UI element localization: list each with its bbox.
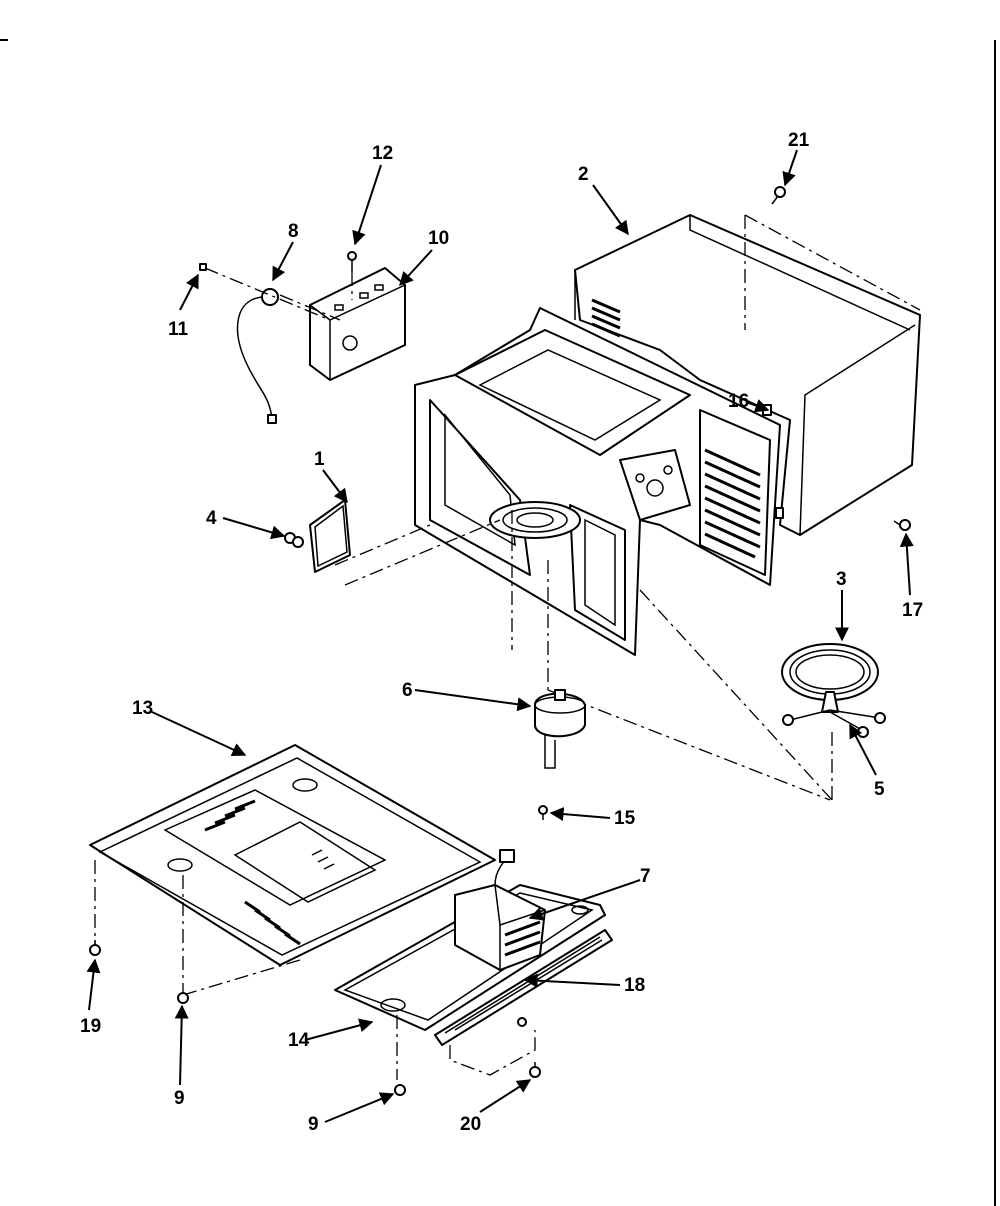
callout-labels: 1 2 3 4 5 6 7 8 9 9 9 10 11 12 13 14 15 … [80, 130, 923, 1135]
callout-1: 1 [314, 449, 325, 470]
callout-2: 2 [578, 164, 589, 185]
callout-9a: 9 [174, 1088, 185, 1109]
turntable-roller [782, 691, 886, 738]
screw-part-17 [893, 519, 911, 531]
callout-9b: 9 [308, 1114, 319, 1135]
screw-part-20 [517, 1017, 541, 1078]
callout-21: 21 [788, 130, 810, 151]
leader-lines [86, 149, 914, 1123]
turntable-tray [781, 643, 879, 701]
screw-part-15 [538, 805, 548, 820]
callout-18: 18 [624, 975, 645, 996]
callout-3: 3 [836, 569, 847, 590]
air-filter [434, 929, 613, 1046]
callout-11: 11 [168, 319, 189, 340]
callout-12: 12 [372, 143, 393, 164]
screw-part-11 [199, 263, 207, 271]
thermal-cutout-part-8 [236, 288, 279, 424]
screw-part-9b [394, 1084, 406, 1096]
base-vent [204, 799, 301, 946]
callout-20: 20 [460, 1114, 481, 1135]
callout-5: 5 [874, 779, 885, 800]
screw-part-4 [284, 532, 304, 548]
turntable-motor [534, 689, 586, 738]
screw-part-19 [89, 940, 101, 956]
callout-16: 16 [728, 391, 749, 412]
callout-17: 17 [902, 600, 923, 621]
screw-part-21 [771, 186, 786, 205]
callout-10: 10 [428, 228, 449, 249]
cabinet-vent [591, 298, 621, 338]
cavity-vent [704, 448, 761, 559]
oven-cavity [414, 307, 781, 656]
callout-7: 7 [640, 866, 651, 887]
callout-14: 14 [288, 1030, 310, 1051]
screw-part-9a [177, 992, 189, 1004]
transformer [454, 849, 546, 971]
callout-15: 15 [614, 808, 636, 829]
callout-4: 4 [206, 508, 217, 529]
callout-13: 13 [132, 698, 153, 719]
waveguide-cover [309, 499, 351, 573]
callout-19: 19 [80, 1016, 101, 1037]
screw-part-12 [347, 251, 357, 272]
bracket-part-10 [309, 267, 406, 381]
callout-6: 6 [402, 680, 413, 701]
base-plate [89, 744, 496, 966]
callout-8: 8 [288, 221, 299, 242]
